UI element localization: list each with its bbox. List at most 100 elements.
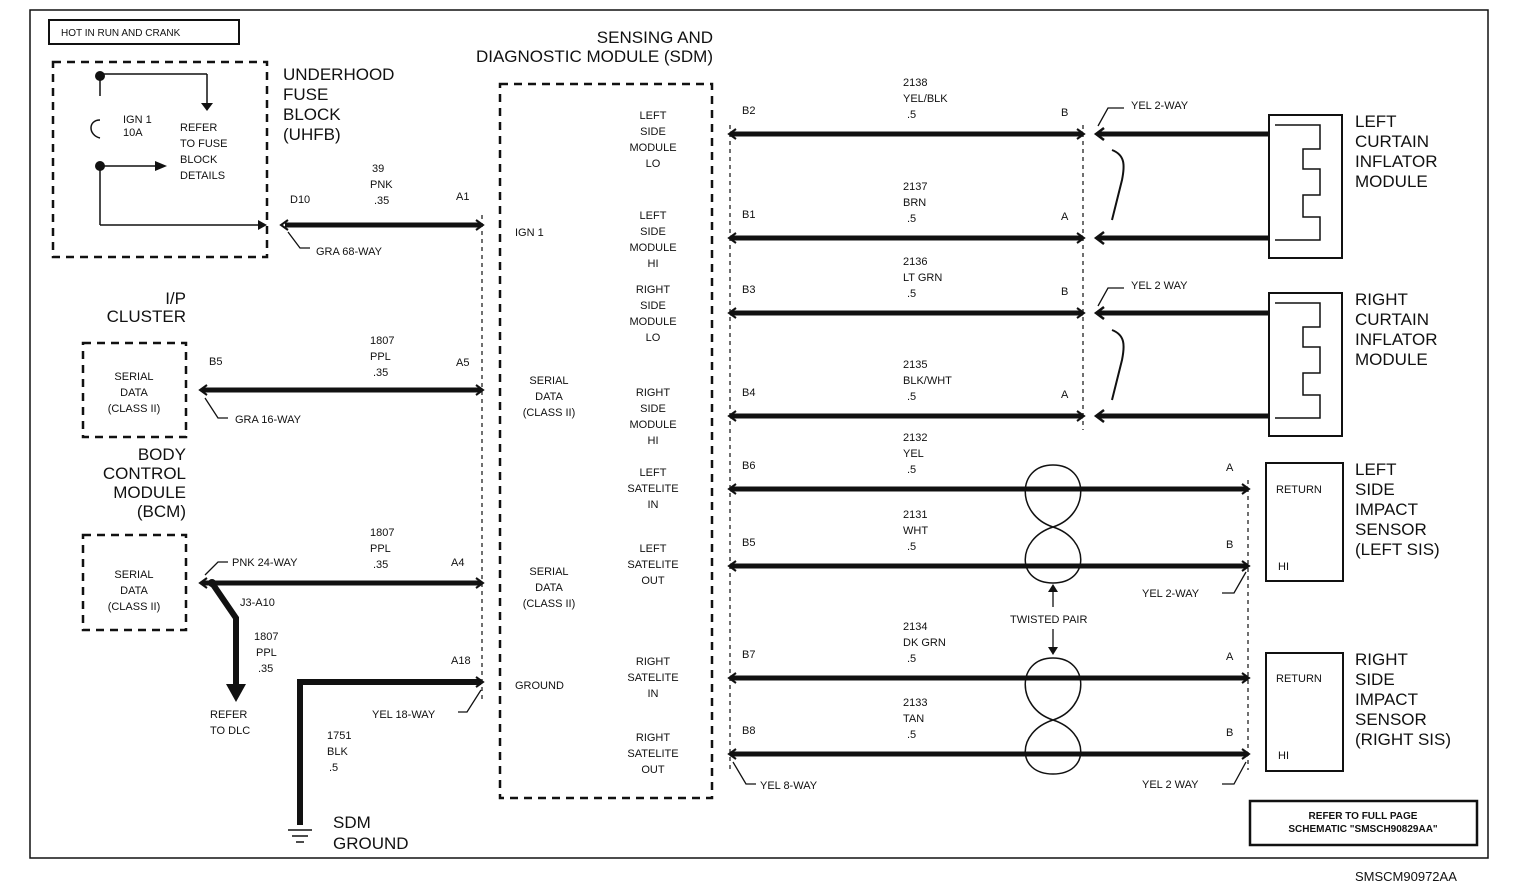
wire-b1-start-terminal bbox=[727, 232, 737, 244]
wire-pin-b8: B8 bbox=[742, 725, 755, 737]
wire-pin-b6: B6 bbox=[742, 460, 755, 472]
right-curtain-connector-shape bbox=[1275, 302, 1321, 419]
wire-pin-b7: B7 bbox=[742, 649, 755, 661]
twisted-pair-label: TWISTED PAIR bbox=[1010, 614, 1087, 626]
twisted-pair-left-icon bbox=[1024, 464, 1082, 584]
wire-a5-pin: A5 bbox=[456, 357, 469, 369]
wire-end-pin: B bbox=[1226, 539, 1233, 551]
wire-b8-end-terminal bbox=[1241, 748, 1251, 760]
wire-circuit-number: 2134 bbox=[903, 621, 927, 633]
wire-color: YEL bbox=[903, 448, 924, 460]
wire-color: WHT bbox=[903, 525, 928, 537]
wire-pin-b2: B2 bbox=[742, 105, 755, 117]
right-sis-return: RETURN bbox=[1276, 673, 1322, 685]
refer-full-box bbox=[1248, 799, 1479, 847]
wire-b3-end-terminal bbox=[1076, 307, 1086, 319]
wire-end-pin: A bbox=[1226, 651, 1234, 663]
wire-circuit-number: 2137 bbox=[903, 181, 927, 193]
left-curtain-module-box bbox=[1268, 114, 1343, 259]
curtain-right-bracket bbox=[1111, 329, 1125, 401]
wire-b8-start-terminal bbox=[727, 748, 737, 760]
wire-ground-pin: A18 bbox=[451, 655, 471, 667]
twisted-pair-right-icon bbox=[1024, 657, 1082, 775]
wire-ground bbox=[297, 679, 481, 825]
uhfb-box bbox=[51, 60, 269, 259]
wire-circuit-number: 2138 bbox=[903, 77, 927, 89]
bcm-connector: PNK 24-WAY bbox=[232, 557, 298, 569]
wire-color: YEL/BLK bbox=[903, 93, 948, 105]
sis-right-connector: YEL 2 WAY bbox=[1142, 779, 1199, 791]
uhfb-connector: GRA 68-WAY bbox=[316, 246, 383, 258]
wire-b6-end-terminal bbox=[1241, 483, 1251, 495]
sdm-label-ign: IGN 1 bbox=[515, 227, 544, 239]
uhfb-node-mid bbox=[95, 161, 105, 171]
wire-b7-end-terminal bbox=[1241, 672, 1251, 684]
right-sis-box bbox=[1265, 652, 1344, 772]
ip-cluster-pin: B5 bbox=[209, 356, 222, 368]
ground-icon bbox=[288, 829, 312, 843]
ground-connector: YEL 18-WAY bbox=[372, 709, 436, 721]
uhfb-node-top bbox=[95, 71, 105, 81]
wire-b1-connector-terminal bbox=[1093, 231, 1105, 245]
wire-ign1-pin: A1 bbox=[456, 191, 469, 203]
wire-circuit-number: 2131 bbox=[903, 509, 927, 521]
wire-b3-connector-terminal bbox=[1093, 306, 1105, 320]
curtain-left-connector: YEL 2-WAY bbox=[1131, 100, 1189, 112]
wire-pin-b4: B4 bbox=[742, 387, 755, 399]
wire-end-pin: A bbox=[1061, 211, 1069, 223]
wire-gauge: .5 bbox=[907, 541, 916, 553]
bcm-box bbox=[81, 533, 188, 632]
wire-b4-start-terminal bbox=[727, 410, 737, 422]
bcm-splice: J3-A10 bbox=[240, 597, 275, 609]
header-box bbox=[48, 19, 240, 45]
wire-color: DK GRN bbox=[903, 637, 946, 649]
sdm-b-connector: YEL 8-WAY bbox=[760, 780, 818, 792]
wire-b3-start-terminal bbox=[727, 307, 737, 319]
wire-circuit-number: 2136 bbox=[903, 256, 927, 268]
wire-gauge: .5 bbox=[907, 288, 916, 300]
uhfb-arrow-right bbox=[155, 161, 167, 171]
wire-b6-start-terminal bbox=[727, 483, 737, 495]
diagram-frame bbox=[29, 9, 1489, 859]
left-sis-box bbox=[1265, 462, 1344, 582]
wire-dlc bbox=[209, 581, 239, 686]
wire-b4-end-terminal bbox=[1076, 410, 1086, 422]
right-sis-hi: HI bbox=[1278, 750, 1289, 762]
wire-end-pin: B bbox=[1061, 107, 1068, 119]
wire-b2-connector-terminal bbox=[1093, 127, 1105, 141]
wire-pin-b1: B1 bbox=[742, 209, 755, 221]
wire-gauge: .5 bbox=[907, 109, 916, 121]
wire-b5-start-terminal bbox=[727, 560, 737, 572]
wire-circuit-number: 2135 bbox=[903, 359, 927, 371]
sdm-box bbox=[498, 82, 714, 800]
wire-end-pin: B bbox=[1061, 286, 1068, 298]
wire-b5-end-terminal bbox=[1241, 560, 1251, 572]
wire-end-pin: A bbox=[1226, 462, 1234, 474]
splice-node bbox=[208, 579, 216, 587]
right-curtain-module-box bbox=[1268, 292, 1343, 437]
wire-color: LT GRN bbox=[903, 272, 942, 284]
wire-circuit-number: 2132 bbox=[903, 432, 927, 444]
uhfb-internal bbox=[90, 73, 262, 226]
